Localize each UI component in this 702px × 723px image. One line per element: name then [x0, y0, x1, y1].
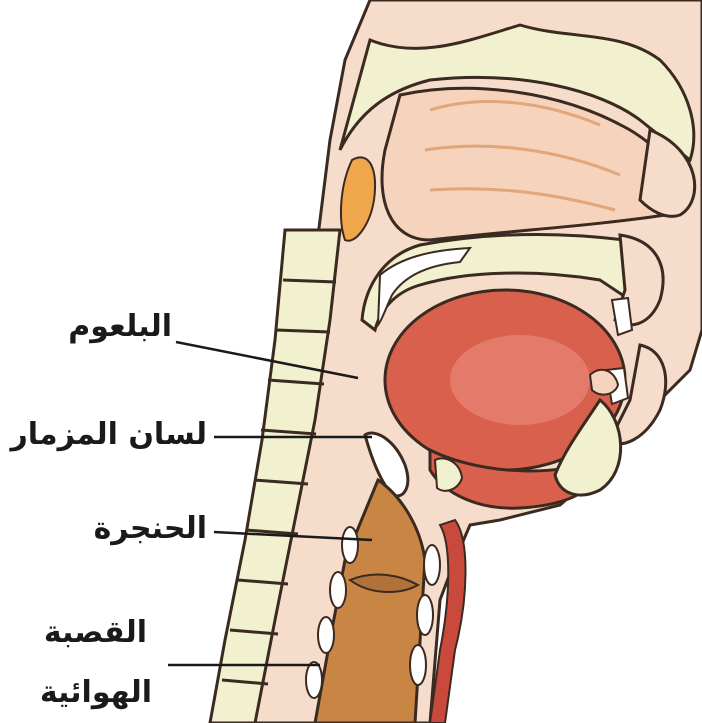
- label-epiglottis: لسان المزمار: [10, 420, 207, 450]
- tongue-highlight: [450, 335, 590, 425]
- label-larynx: الحنجرة: [94, 514, 207, 544]
- label-trachea-line2: الهوائية: [40, 678, 152, 708]
- label-trachea-line1: القصبة: [44, 618, 147, 648]
- label-pharynx: البلعوم: [68, 312, 172, 342]
